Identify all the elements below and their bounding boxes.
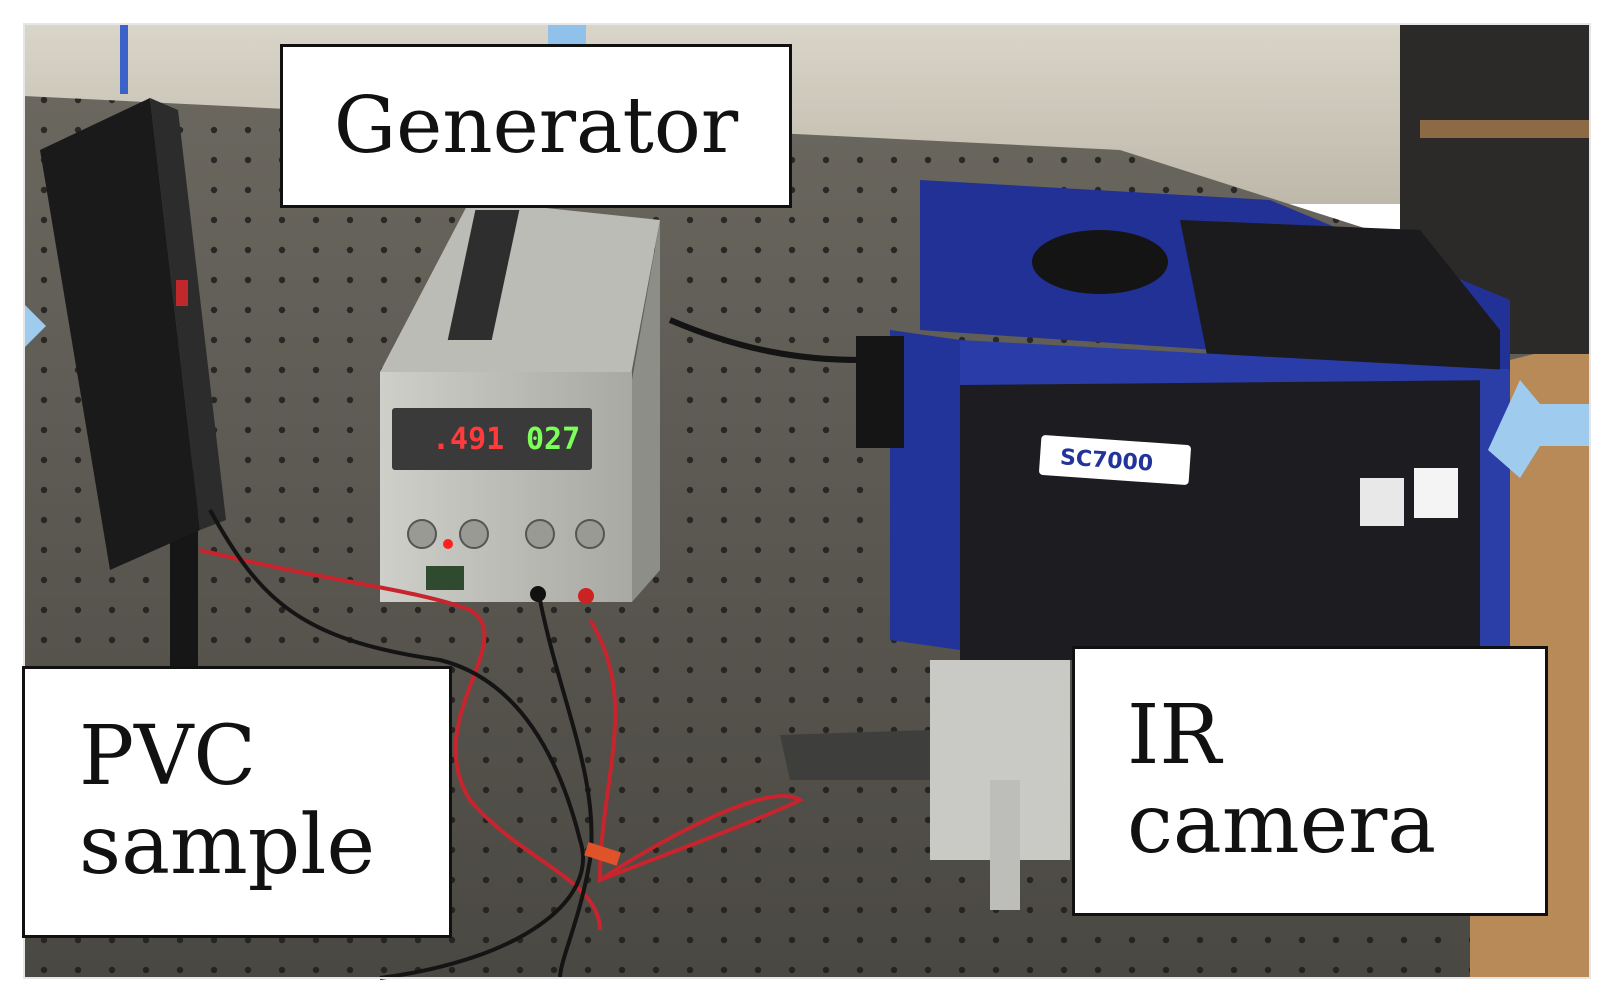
camera-front [890,330,960,650]
black-cable-2 [538,599,594,979]
blue-tape-top [548,24,586,44]
generator-power-led [443,539,453,549]
camera-lens-cap [1032,230,1168,294]
generator-knob-3 [525,519,555,549]
generator-body [380,372,632,602]
generator-label-box: Generator [280,44,792,208]
arrow-left-icon [1488,380,1590,478]
camera-model-badge [1039,435,1191,485]
camera-lens-barrel [856,336,904,448]
pvc-label-line-1: PVC [79,709,257,805]
generator-handle [447,210,520,340]
generator-knob-2 [459,519,489,549]
shelf-board [1420,120,1590,138]
camera-sticker-1 [1360,478,1404,526]
black-cable [208,509,586,980]
pvc-sample-plate [40,98,200,570]
ir-camera-label-box: IR camera [1072,646,1548,916]
camera-tripod-leg [990,780,1020,910]
ir-label-line-1: IR [1127,688,1222,784]
camera-heatsink [1180,220,1500,370]
camera-tripod-clamp [780,730,930,780]
pvc-sample-edge [150,98,226,530]
pvc-clip-red [176,280,188,306]
cable-tag [584,841,621,866]
camera-side-frame [960,340,1510,385]
generator-label: Generator [333,80,739,171]
generator-knob-4 [575,519,605,549]
camera-cable [668,317,861,363]
arrow-right-icon [24,304,46,348]
camera-sticker-2 [1414,468,1458,518]
red-cable-loop [588,618,804,883]
ir-label-line-2: camera [1127,777,1437,872]
blue-post [120,24,128,94]
pvc-label-line-2: sample [79,798,375,893]
generator-switch [426,566,464,590]
terminal-black [530,586,546,602]
generator-knob-1 [407,519,437,549]
pvc-sample-label-box: PVC sample [22,666,452,938]
terminal-red [578,588,594,604]
current-readout: 027 [526,422,580,457]
voltage-readout: .491 [432,422,504,457]
image-frame [23,23,1591,979]
generator-display-panel [392,408,592,470]
generator-side [632,220,660,602]
